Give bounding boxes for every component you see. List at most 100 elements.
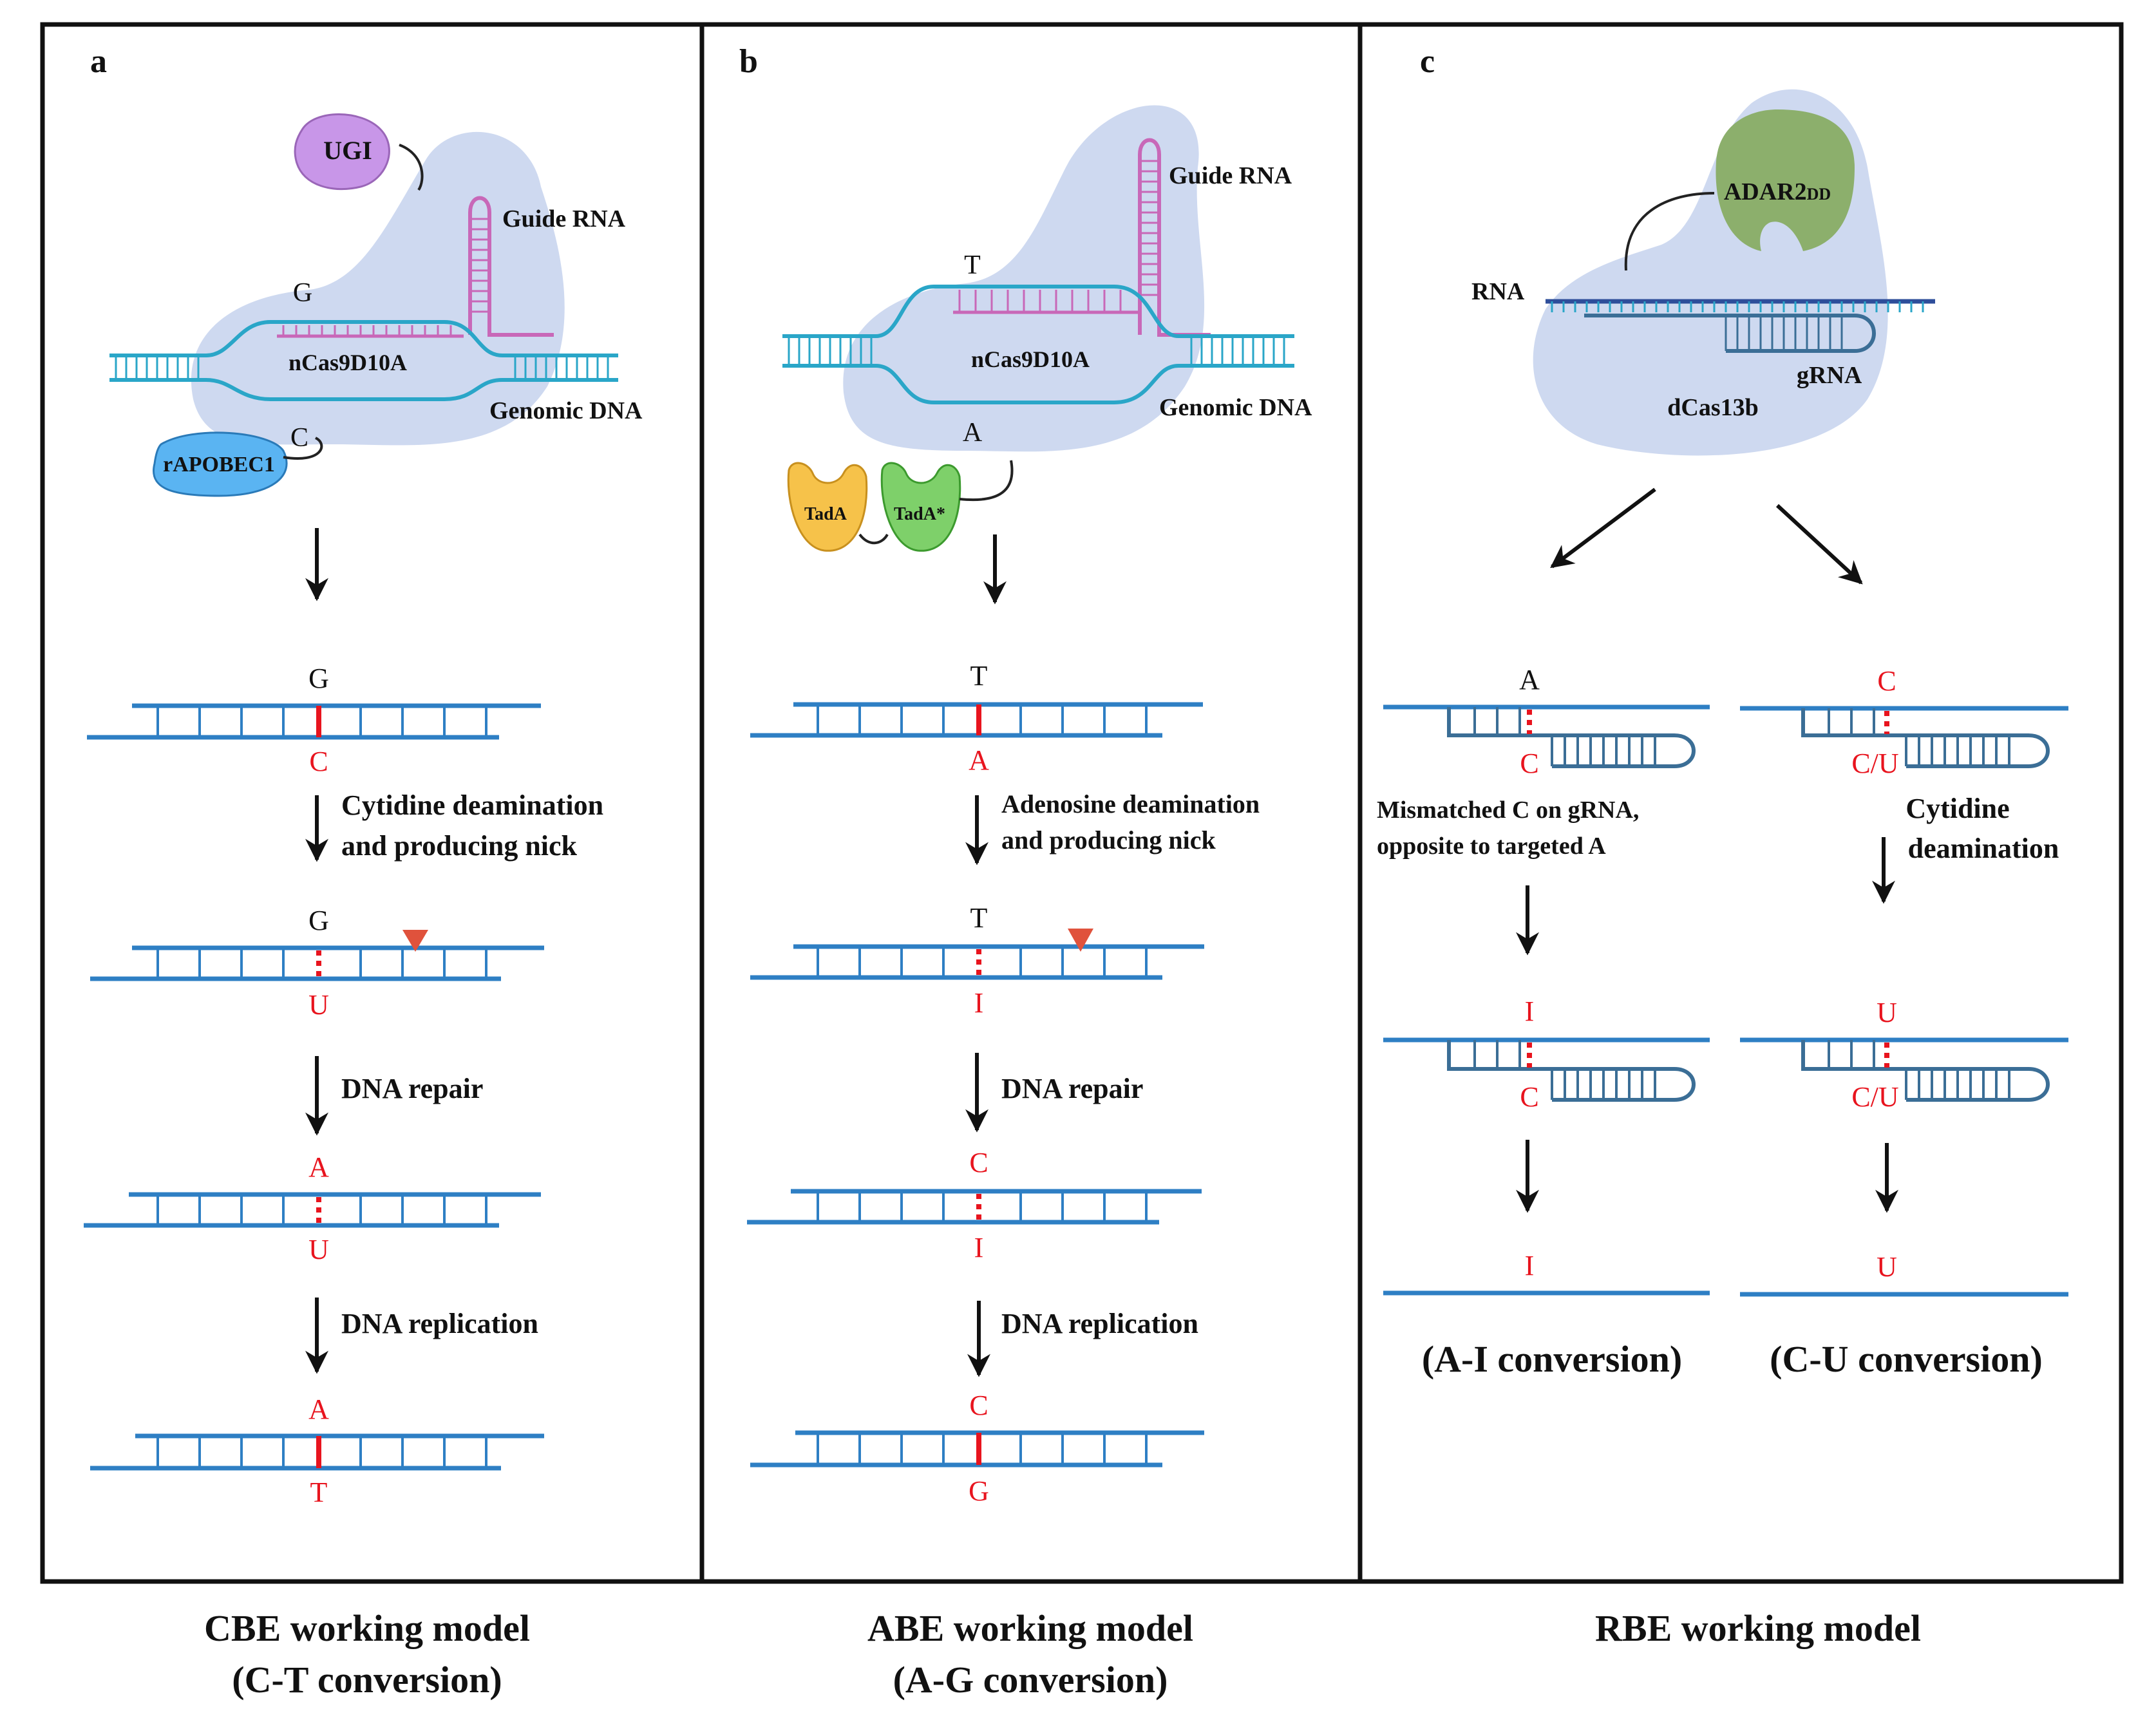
c-right-s1 [1740, 706, 2068, 768]
panel-c-frame [1357, 22, 2124, 1584]
tada-cas-linker [959, 460, 1014, 502]
a-s3-bottom: U [308, 1234, 329, 1265]
caption-cbe-2: (C-T conversion) [232, 1659, 502, 1701]
c-left-s3: I [1525, 1250, 1535, 1281]
c-left-result: (A-I conversion) [1422, 1338, 1682, 1380]
a-arrow-1-label-1: Cytidine deamination [341, 789, 603, 821]
caption-cbe-1: CBE working model [204, 1607, 530, 1649]
a-cas-label: nCas9D10A [288, 350, 407, 375]
a-top-base: G [293, 278, 312, 308]
b-arrow-1-label-1: Adenosine deamination [1001, 789, 1260, 818]
b-top-base: T [964, 250, 981, 280]
c-left-s2-top: I [1525, 996, 1535, 1027]
a-s4-top: A [308, 1393, 329, 1425]
c-right-s1-bottom: C/U [1851, 748, 1898, 779]
adar-linker [1624, 192, 1715, 271]
a-s4-bottom: T [310, 1477, 328, 1508]
c-right-s1-top: C [1877, 665, 1896, 697]
c-right-note-2: deamination [1908, 833, 2059, 864]
ugi-linker [399, 144, 424, 191]
c-right-s2-top: U [1877, 997, 1897, 1028]
tada-star-label: TadA* [894, 504, 945, 524]
panel-b: b Guide RNA [739, 43, 1312, 1507]
b-s3-bottom: I [974, 1232, 984, 1263]
guide-rna-label: Guide RNA [502, 205, 626, 232]
a-s2-top: G [308, 905, 329, 936]
cas13b-label: dCas13b [1667, 394, 1759, 421]
target-rna-ticks [1551, 301, 1924, 312]
guide-rna-hairpin-b [1138, 138, 1211, 337]
tada-enzyme [787, 462, 868, 552]
c-right-s3: U [1877, 1251, 1897, 1283]
b-s2-top: T [970, 902, 988, 934]
b-s1-bottom: A [969, 744, 989, 776]
a-arrow-3-label: DNA replication [341, 1308, 538, 1339]
grna-rungs [1725, 316, 1843, 351]
tada-star-enzyme [880, 462, 961, 552]
b-step1-duplex [750, 702, 1203, 738]
a-step4-duplex [90, 1433, 544, 1471]
adar-label: ADAR2DD [1724, 178, 1831, 205]
guide-rna-rungs [470, 218, 489, 313]
adar2dd-enzyme [1716, 109, 1855, 251]
caption-rbe-1: RBE working model [1595, 1607, 1921, 1649]
c-left-s2-bottom: C [1520, 1081, 1538, 1113]
dna-rungs-b [788, 290, 1285, 366]
b-s4-bottom: G [969, 1475, 989, 1507]
panel-a-letter: a [90, 43, 107, 80]
b-step2-duplex [750, 929, 1204, 980]
a-step1-duplex [87, 703, 541, 740]
a-genomic-label: Genomic DNA [489, 397, 643, 424]
caption-abe-1: ABE working model [867, 1607, 1193, 1649]
guide-rna-hairpin [468, 196, 554, 337]
b-cas-label: nCas9D10A [971, 346, 1090, 372]
a-nick-marker [402, 930, 428, 952]
b-bottom-base: A [963, 418, 983, 448]
b-step4-duplex [750, 1430, 1204, 1468]
guide-rna-label-b: Guide RNA [1169, 162, 1292, 189]
b-arrow-3-label: DNA replication [1001, 1308, 1198, 1339]
a-arrow-2-label: DNA repair [341, 1073, 483, 1104]
a-s1-bottom: C [309, 746, 328, 777]
a-step2-duplex [90, 930, 544, 981]
b-genomic-label: Genomic DNA [1159, 394, 1312, 421]
rna-label: RNA [1471, 278, 1525, 305]
c-arrow-right [1775, 504, 1863, 585]
c-right-result: (C-U conversion) [1770, 1338, 2043, 1380]
tada-linker [858, 533, 889, 545]
c-right-s2-bottom: C/U [1851, 1081, 1898, 1113]
a-bottom-base: C [290, 423, 308, 453]
grna-strand [1584, 314, 1876, 353]
a-arrow-1-label-2: and producing nick [341, 830, 578, 862]
b-step3-duplex [747, 1189, 1202, 1225]
c-left-s1 [1383, 704, 1710, 768]
c-arrow-left [1550, 487, 1656, 569]
ugi-enzyme [294, 113, 390, 191]
caption-abe-2: (A-G conversion) [893, 1659, 1168, 1701]
a-s1-top: G [308, 663, 329, 694]
b-nick-marker [1068, 929, 1093, 952]
rapobec1-enzyme [153, 431, 288, 497]
ugi-label: UGI [323, 136, 372, 165]
panel-c-letter: c [1420, 43, 1435, 80]
panel-c: c ADAR2DD RNA gRNA dC [1377, 43, 2068, 1380]
b-s2-bottom: I [974, 987, 984, 1019]
c-left-s1-bottom: C [1520, 748, 1538, 779]
b-s3-top: C [969, 1147, 988, 1178]
panel-b-letter: b [739, 43, 758, 80]
c-right-s2 [1740, 1037, 2068, 1102]
panel-a: a UGI Guide RNA [84, 43, 643, 1508]
tada-label: TadA [804, 504, 847, 524]
dna-rungs-a [115, 325, 609, 380]
b-s1-top: T [970, 660, 988, 692]
a-s2-bottom: U [308, 989, 329, 1021]
a-step3-duplex [84, 1192, 541, 1228]
guide-rna-rungs-b [1140, 160, 1159, 296]
b-arrow-2-label: DNA repair [1001, 1073, 1143, 1104]
grna-label: gRNA [1797, 362, 1862, 389]
cas9-blob-b [843, 105, 1205, 452]
c-left-s1-top: A [1519, 664, 1540, 695]
a-s3-top: A [308, 1151, 329, 1183]
b-s4-top: C [969, 1390, 988, 1421]
c-right-note-1: Cytidine [1905, 793, 2009, 824]
